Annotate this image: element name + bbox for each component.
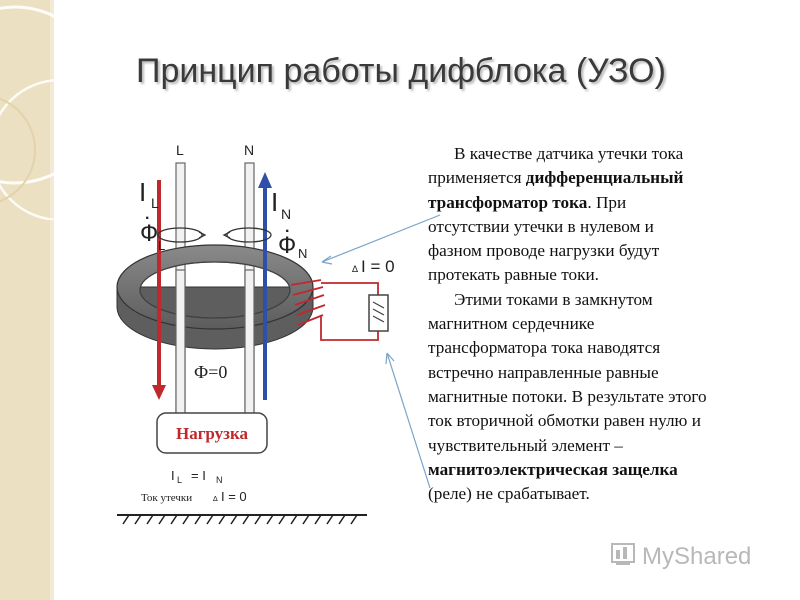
leak-bottom-value: I = 0 — [221, 489, 247, 504]
paragraph-2: Этими токами в замкнутом магнитном серде… — [428, 289, 707, 504]
watermark-logo-icon — [611, 543, 635, 563]
flux-loop-N — [226, 227, 272, 243]
relay-coil — [368, 294, 389, 332]
flux-PhiN-sub: N — [298, 246, 307, 261]
relay-coil-turns — [372, 301, 385, 323]
flux-dot-L: . — [145, 206, 149, 223]
equality-sign: = I — [191, 468, 206, 483]
myshared-watermark[interactable]: MyShared — [606, 536, 776, 576]
slide-title: Принцип работы дифблока (УЗО) — [136, 52, 666, 90]
explanation-text: В качестве датчика утечки тока применяет… — [428, 142, 773, 506]
svg-text:∆: ∆ — [212, 495, 218, 503]
equality-IL: I — [171, 468, 175, 483]
flux-dot-N: . — [285, 219, 289, 236]
arrow-IN-head — [258, 172, 272, 188]
slide-side-band-edge — [50, 0, 54, 600]
current-IL-sub: L — [151, 195, 159, 211]
load-label: Нагрузка — [176, 424, 249, 443]
slide-side-band — [0, 0, 50, 600]
flux-PhiL-sub: L — [158, 238, 165, 253]
phi-zero-label: Ф=0 — [194, 362, 227, 382]
flux-loop-L — [157, 227, 203, 243]
wire-N-label: N — [244, 142, 254, 158]
toroid-hole-rim — [139, 261, 291, 319]
watermark-text: MyShared — [642, 543, 751, 570]
svg-text:L: L — [177, 475, 182, 485]
wire-L-label: L — [176, 142, 184, 158]
rcd-diagram: L N I L I N . Ф L . Ф N ∆ I = 0 Ф=0 Нагр… — [116, 142, 395, 525]
leak-zero-label: I = 0 — [361, 257, 395, 276]
current-IL-label: I — [139, 177, 146, 207]
decorative-circles — [0, 5, 132, 220]
secondary-wire-bottom — [320, 315, 379, 341]
arrow-IL-head — [152, 385, 166, 400]
ground-hatch — [122, 514, 358, 525]
winding — [290, 279, 326, 326]
load-box — [156, 412, 268, 454]
current-IN-sub: N — [281, 206, 291, 222]
delta-icon: ∆ — [351, 265, 359, 275]
paragraph-1: В качестве датчика утечки тока применяет… — [428, 144, 684, 285]
flux-PhiL-label: Ф — [140, 220, 158, 247]
svg-text:N: N — [216, 475, 223, 485]
flux-PhiN-label: Ф — [278, 232, 296, 259]
current-IN-label: I — [271, 187, 278, 217]
leak-label: Ток утечки — [141, 492, 192, 504]
